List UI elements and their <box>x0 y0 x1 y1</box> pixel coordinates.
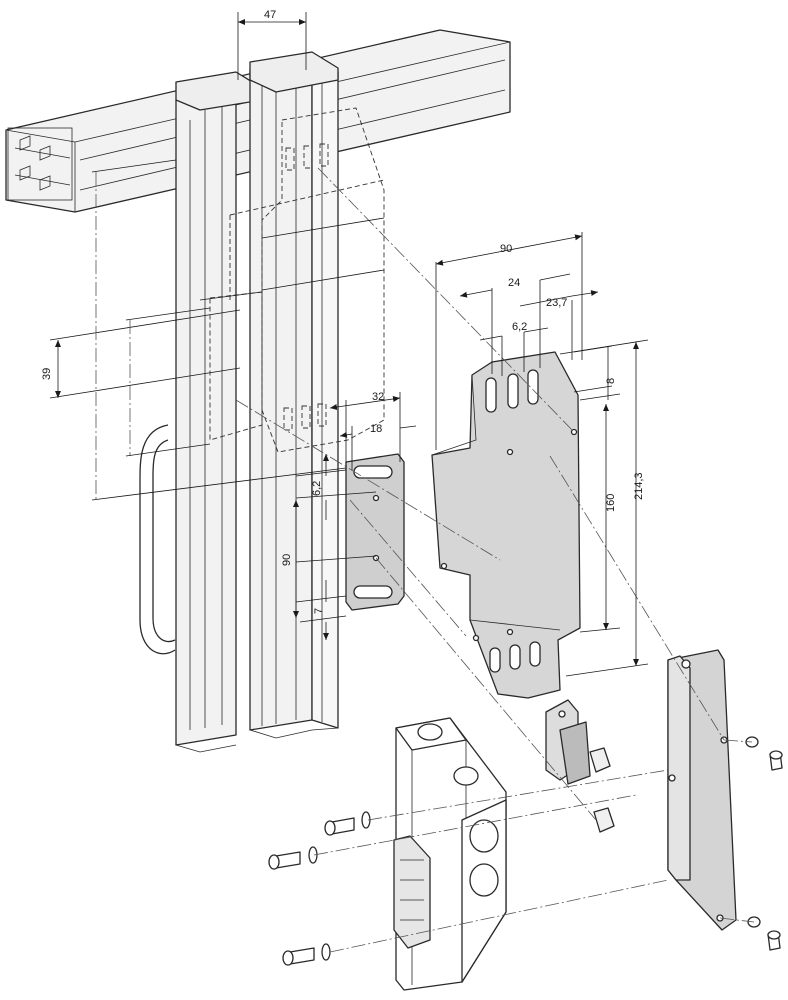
dim-plate-height: 214,3 <box>633 472 645 500</box>
dim-pad-slot-offset: 6,2 <box>311 481 323 496</box>
dim-slot-width: 8 <box>605 378 617 384</box>
hinge-actuator <box>545 699 615 833</box>
dimension-lines <box>49 12 649 677</box>
screw-left-middle <box>268 846 318 870</box>
switch-body <box>393 717 507 991</box>
dim-slot-offset: 23,7 <box>546 297 567 309</box>
screw-left-top <box>324 811 371 836</box>
dim-plate-hole-spacing: 160 <box>605 494 617 512</box>
dim-pad-width-outer: 32 <box>372 391 384 403</box>
screw-left-bottom <box>282 943 331 966</box>
dim-mount-offset: 39 <box>41 368 53 380</box>
dim-plate-width: 90 <box>500 243 512 255</box>
dim-profile-spacing: 47 <box>264 9 276 21</box>
mounting-plate <box>431 351 581 699</box>
aluminium-profile-frame <box>5 29 511 753</box>
screw-right-bottom <box>747 916 781 951</box>
screws <box>268 736 783 966</box>
actuator-pad <box>345 453 405 611</box>
dim-slot-span: 24 <box>508 277 520 289</box>
dimension-labels: 47 90 24 23,7 6,2 8 160 214,3 32 18 6,2 … <box>41 9 645 614</box>
screw-right-top <box>745 736 783 771</box>
dim-pad-width: 18 <box>370 423 382 435</box>
angle-bracket <box>667 649 737 931</box>
dim-pad-slot-bottom: 7 <box>313 608 325 614</box>
dim-slot-pitch: 6,2 <box>512 321 527 333</box>
dim-pad-hole-spacing: 90 <box>281 554 293 566</box>
